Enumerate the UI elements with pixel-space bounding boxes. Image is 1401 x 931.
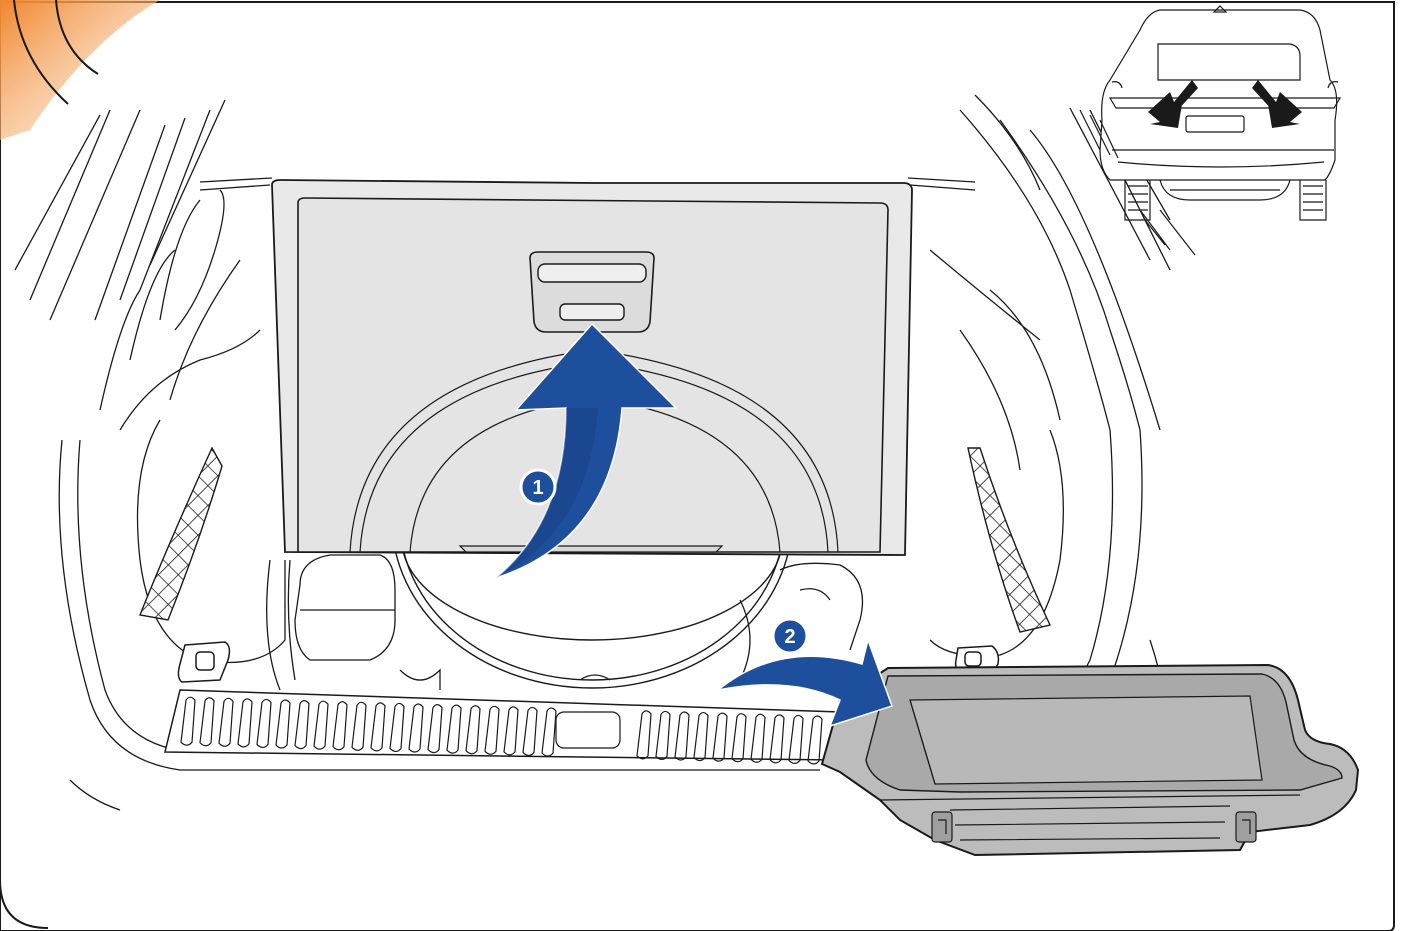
step-number-2: 2 bbox=[784, 626, 795, 648]
side-net-pocket-right bbox=[967, 447, 1052, 633]
sill-rib bbox=[693, 711, 709, 762]
trunk-sill bbox=[164, 689, 841, 765]
step-badge-2: 2 bbox=[771, 617, 809, 655]
sill-rib bbox=[465, 705, 481, 755]
storage-tray bbox=[820, 663, 1360, 857]
trunk-interior bbox=[14, 94, 1171, 811]
sill-rib bbox=[351, 701, 367, 751]
sill-rib bbox=[674, 711, 690, 761]
sill-rib bbox=[446, 704, 462, 754]
tie-down-hook-left bbox=[177, 641, 231, 683]
sill-rib bbox=[389, 702, 405, 753]
sill-rib bbox=[788, 714, 804, 765]
sill-rib bbox=[655, 710, 671, 761]
sill-rib bbox=[256, 698, 272, 749]
step-badge-1: 1 bbox=[519, 468, 557, 506]
sill-rib bbox=[199, 697, 215, 747]
sill-rib bbox=[427, 703, 443, 754]
step-number-1: 1 bbox=[532, 477, 543, 499]
sill-rib bbox=[218, 697, 234, 747]
sill-rib bbox=[636, 710, 652, 760]
sill-rib bbox=[750, 713, 766, 763]
sill-rib bbox=[712, 712, 728, 762]
sill-latch bbox=[555, 711, 621, 749]
sill-rib bbox=[731, 713, 747, 763]
curved-arrow-up-icon bbox=[495, 322, 678, 579]
sill-rib bbox=[370, 702, 386, 752]
sill-rib bbox=[332, 701, 348, 751]
sill-rib bbox=[237, 698, 253, 748]
sill-rib bbox=[313, 700, 329, 750]
sill-rib bbox=[484, 705, 500, 755]
side-net-pocket-left bbox=[139, 446, 223, 621]
direction-arrow-icon bbox=[1148, 80, 1302, 128]
corner-accent bbox=[0, 0, 160, 140]
sill-rib bbox=[807, 715, 823, 765]
floor-cover-handle bbox=[529, 251, 655, 333]
curved-arrow-right-icon bbox=[717, 637, 893, 728]
sill-rib bbox=[503, 706, 519, 756]
sill-rib bbox=[769, 714, 785, 764]
sill-rib bbox=[180, 696, 196, 746]
sill-rib bbox=[294, 700, 310, 750]
car-rear-view-icon bbox=[1079, 5, 1342, 256]
sill-rib bbox=[408, 703, 424, 753]
sill-rib bbox=[541, 707, 557, 757]
sill-rib bbox=[522, 706, 538, 757]
sill-rib bbox=[275, 699, 291, 749]
